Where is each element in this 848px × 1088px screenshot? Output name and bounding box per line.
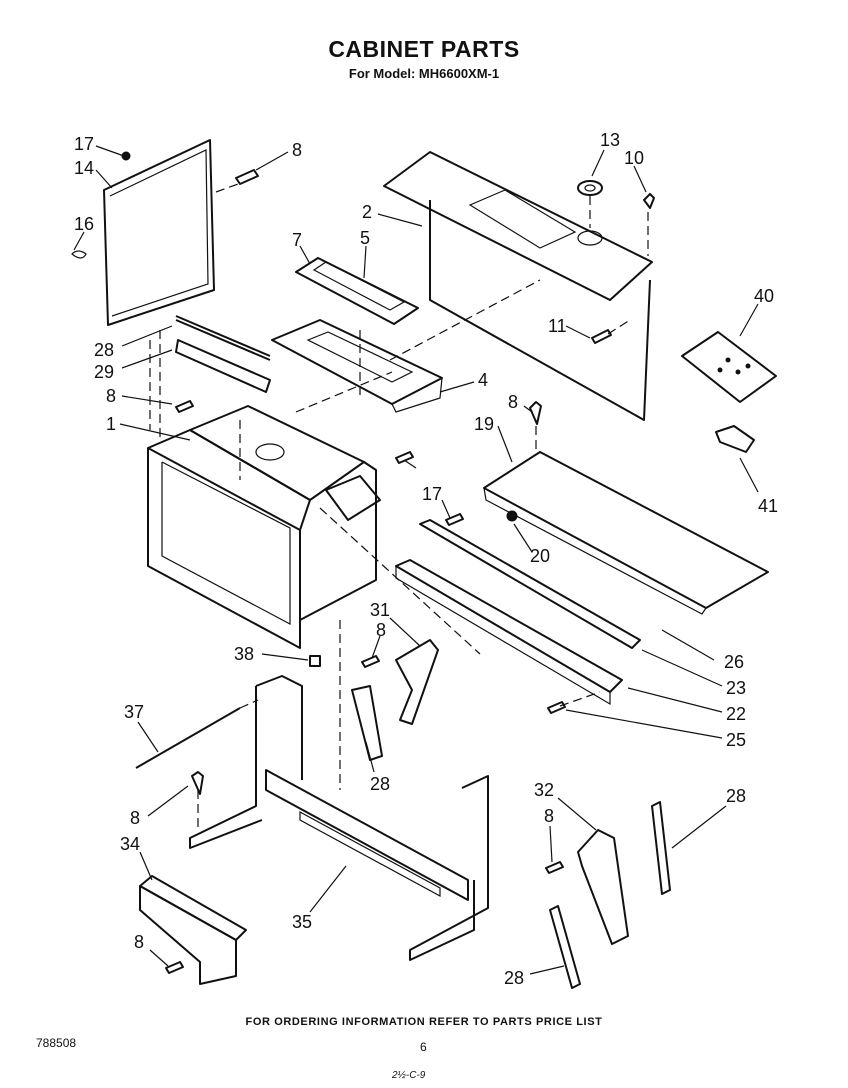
- callout-32: 32: [534, 780, 554, 800]
- part-base-frame: [189, 675, 489, 961]
- alignment-lines: [149, 183, 649, 830]
- part-hardware-bag: [681, 331, 777, 403]
- ordering-footer: FOR ORDERING INFORMATION REFER TO PARTS …: [245, 1016, 603, 1028]
- callout-leaders: [73, 145, 759, 975]
- callout-17: 17: [422, 484, 442, 504]
- callout-8: 8: [544, 806, 554, 826]
- callout-13: 13: [600, 130, 620, 150]
- part-rod: [135, 707, 241, 769]
- part-bolt: [591, 329, 612, 344]
- callout-19: 19: [474, 414, 494, 434]
- callout-31: 31: [370, 600, 390, 620]
- part-control-plate: [483, 451, 769, 615]
- part-seal-strips: [549, 801, 671, 989]
- callout-11: 11: [548, 316, 567, 336]
- callout-20: 20: [530, 546, 550, 566]
- callout-34: 34: [120, 834, 140, 854]
- callout-28: 28: [94, 340, 114, 360]
- part-spacer: [309, 655, 321, 667]
- callout-8: 8: [134, 932, 144, 952]
- part-vent-plate: [295, 257, 419, 325]
- callout-28: 28: [726, 786, 746, 806]
- callout-29: 29: [94, 362, 114, 382]
- callout-28: 28: [504, 968, 524, 988]
- part-top-wrapper: [383, 151, 653, 421]
- handwritten-note: 2½-C-9: [392, 1070, 426, 1081]
- callout-5: 5: [360, 228, 370, 248]
- callout-40: 40: [754, 286, 774, 306]
- callout-8: 8: [292, 140, 302, 160]
- screw-group: [165, 169, 566, 974]
- callout-10: 10: [624, 148, 644, 168]
- callout-26: 26: [724, 652, 744, 672]
- callout-8: 8: [106, 386, 116, 406]
- callout-37: 37: [124, 702, 144, 722]
- callout-17: 17: [74, 134, 94, 154]
- callout-22: 22: [726, 704, 746, 724]
- callout-8: 8: [376, 620, 386, 640]
- callout-35: 35: [292, 912, 312, 932]
- callout-labels: 17 14 16 8 2 13 10 7 5 40 11 28 29 4 8 1…: [74, 130, 778, 988]
- page-number: 6: [420, 1040, 427, 1054]
- callout-2: 2: [362, 202, 372, 222]
- callout-14: 14: [74, 158, 94, 178]
- callout-41: 41: [758, 496, 778, 516]
- part-grommet: [577, 180, 603, 196]
- part-trim-rail: [395, 519, 641, 706]
- part-side-panel: [71, 139, 215, 326]
- part-duct-frame: [271, 319, 443, 413]
- part-right-bracket: [577, 829, 629, 945]
- part-side-bracket: [351, 639, 439, 761]
- part-bracket-clip: [715, 425, 755, 453]
- callout-16: 16: [74, 214, 94, 234]
- callout-8: 8: [130, 808, 140, 828]
- callout-28: 28: [370, 774, 390, 794]
- callout-25: 25: [726, 730, 746, 750]
- model-subtitle: For Model: MH6600XM-1: [348, 66, 500, 81]
- callout-8: 8: [508, 392, 518, 412]
- part-strips: [175, 315, 271, 393]
- document-number: 788508: [36, 1036, 77, 1050]
- callout-23: 23: [726, 678, 746, 698]
- page-title: CABINET PARTS: [328, 36, 520, 62]
- callout-38: 38: [234, 644, 254, 664]
- callout-1: 1: [106, 414, 116, 434]
- callout-7: 7: [292, 230, 302, 250]
- part-oven-cavity: [147, 405, 381, 649]
- callout-4: 4: [478, 370, 488, 390]
- part-bottom-panel: [139, 875, 247, 985]
- part-clip: [643, 193, 655, 209]
